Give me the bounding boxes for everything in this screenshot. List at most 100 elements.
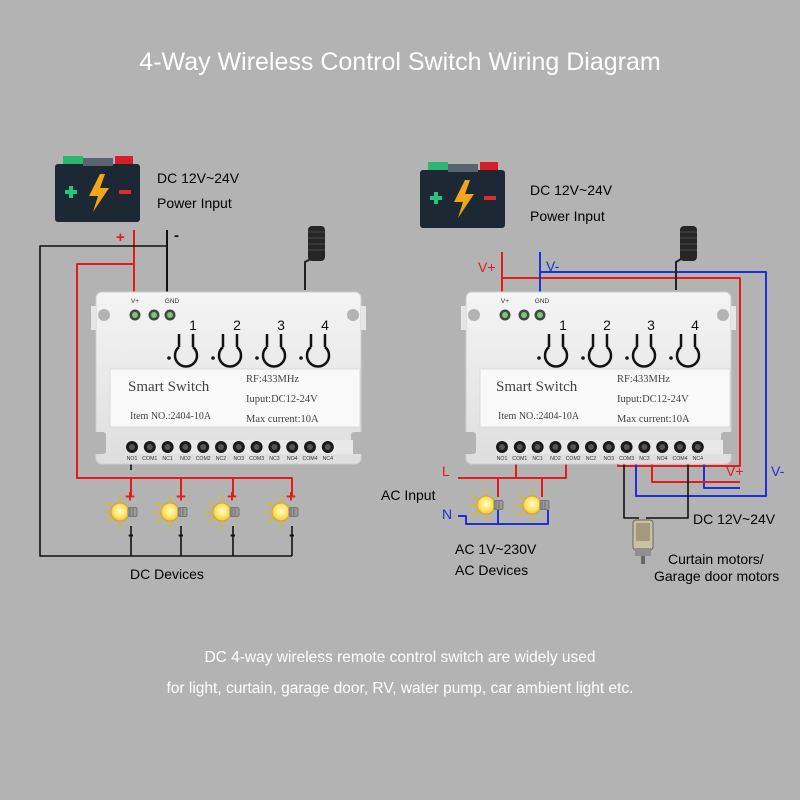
left-devices-label: DC Devices	[130, 566, 204, 582]
right-ac-line1: AC 1V~230V	[455, 541, 537, 557]
right-motors-line2: Garage door motors	[654, 568, 780, 584]
left-module-item: Item NO.:2404-10A	[130, 411, 212, 422]
right-terminal-screw-head	[641, 444, 648, 450]
right-terminal-label: COM4	[673, 456, 688, 462]
right-terminal-label: NO4	[657, 456, 668, 462]
right-terminal-label: NC1	[532, 456, 542, 462]
left-terminal-label: NC1	[162, 456, 172, 462]
right-terminal-label: COM3	[619, 456, 634, 462]
right-terminal-screw-head	[534, 444, 541, 450]
left-bulb-plus: +	[176, 487, 186, 506]
right-module-input: Iuput:DC12-24V	[617, 394, 689, 405]
right-n-label: N	[442, 506, 453, 522]
right-terminal-label: NC2	[586, 456, 596, 462]
right-module-item: Item NO.:2404-10A	[498, 411, 580, 422]
right-v-plus-label: V+	[478, 259, 496, 275]
right-antenna-icon	[680, 226, 697, 261]
left-terminal-label: COM2	[196, 456, 211, 462]
left-module-brand: Smart Switch	[128, 379, 210, 395]
left-terminal-label: NC3	[269, 456, 279, 462]
left-bulb-plus: +	[125, 487, 135, 506]
left-terminal-label: COM1	[142, 456, 157, 462]
right-terminal-screw-head	[659, 444, 666, 450]
left-terminal-screw-head	[289, 444, 296, 450]
right-dc-supply-label: DC 12V~24V	[693, 511, 776, 527]
right-button-number: 3	[647, 317, 655, 333]
diagram-title: 4-Way Wireless Control Switch Wiring Dia…	[139, 48, 661, 76]
left-module-rf: RF:433MHz	[246, 374, 299, 385]
left-terminal-screw-head	[235, 444, 242, 450]
left-terminal-label: NC4	[323, 456, 333, 462]
right-pin-label: V+	[501, 298, 509, 305]
right-terminal-screw-head	[677, 444, 683, 450]
footer-line2: for light, curtain, garage door, RV, wat…	[166, 680, 634, 697]
right-terminal-screw-head	[552, 444, 559, 450]
left-button-number: 2	[233, 317, 241, 333]
left-terminal-screw-head	[218, 444, 224, 450]
right-terminal-screw-head	[605, 444, 612, 450]
right-battery-icon	[420, 162, 505, 228]
right-terminal-screw-head	[570, 444, 577, 450]
motor-icon	[632, 519, 654, 564]
left-terminal-label: NO4	[287, 456, 298, 462]
left-module-current: Max current:10A	[246, 414, 319, 425]
right-terminal-label: NC3	[639, 456, 649, 462]
left-terminal-label: COM3	[249, 456, 264, 462]
module-text-layer: Smart Switch RF:433MHz Iuput:DC12-24V It…	[128, 374, 690, 425]
right-terminal-label: COM1	[512, 456, 527, 462]
left-terminal-label: NO1	[127, 456, 138, 462]
left-terminal-label: NO3	[233, 456, 244, 462]
left-power-line2: Power Input	[157, 195, 232, 211]
left-terminal-screw-head	[271, 444, 278, 450]
left-terminal-screw-head	[200, 444, 207, 450]
left-bulb-plus: +	[286, 487, 296, 506]
left-button-number: 3	[277, 317, 285, 333]
right-terminal-screw-head	[516, 444, 523, 450]
left-pin-label: V+	[131, 298, 139, 305]
left-pin-label: GND	[165, 298, 180, 305]
right-power-line2: Power Input	[530, 208, 605, 224]
left-terminal-screw-head	[146, 444, 153, 450]
right-ac-line2: AC Devices	[455, 562, 529, 578]
left-minus-sign: -	[174, 227, 179, 244]
left-terminal-screw-head	[164, 444, 171, 450]
left-antenna-icon	[308, 226, 325, 261]
right-v-minus-label: V-	[546, 258, 560, 274]
footer-line1: DC 4-way wireless remote control switch …	[204, 649, 596, 666]
left-battery-icon	[55, 156, 140, 222]
left-bulb-minus: -	[178, 525, 184, 544]
left-bulb-minus: -	[230, 525, 236, 544]
right-pin-label: GND	[535, 298, 550, 305]
right-v-minus-out: V-	[771, 463, 785, 479]
left-power-line1: DC 12V~24V	[157, 170, 240, 186]
left-terminal-label: COM4	[303, 456, 318, 462]
right-terminal-screw-head	[694, 444, 701, 450]
left-button-number: 4	[321, 317, 329, 333]
left-terminal-screw-head	[307, 444, 313, 450]
right-terminal-screw-head	[588, 444, 594, 450]
right-terminal-label: NO3	[603, 456, 614, 462]
left-plus-sign: +	[116, 229, 125, 246]
module-dynamic-layer: NO1 COM1 NC1 NO2 COM2 NC2 NO3 COM3 NC3 NO4 COM4 NC4…	[126, 298, 704, 462]
left-terminal-label: NC2	[216, 456, 226, 462]
right-v-plus-out: V+	[726, 463, 744, 479]
right-bulb-2-icon	[515, 487, 550, 523]
right-terminal-screw-head	[499, 444, 505, 450]
right-module-current: Max current:10A	[617, 414, 690, 425]
left-terminal-label: NO2	[180, 456, 191, 462]
left-terminal-screw-head	[253, 444, 260, 450]
left-bulb-minus: -	[289, 525, 295, 544]
right-motors-line1: Curtain motors/	[668, 551, 764, 567]
right-button-number: 4	[691, 317, 699, 333]
right-terminal-label: NO1	[497, 456, 508, 462]
left-button-number: 1	[189, 317, 197, 333]
right-terminal-label: NO2	[550, 456, 561, 462]
right-power-line1: DC 12V~24V	[530, 182, 613, 198]
right-button-number: 1	[559, 317, 567, 333]
right-module-brand: Smart Switch	[496, 379, 578, 395]
left-diagram: + + + + - - - - + -	[39, 156, 369, 557]
right-button-number: 2	[603, 317, 611, 333]
left-terminal-screw-head	[182, 444, 189, 450]
left-terminal-screw-head	[324, 444, 331, 450]
left-bulb-plus: +	[227, 487, 237, 506]
